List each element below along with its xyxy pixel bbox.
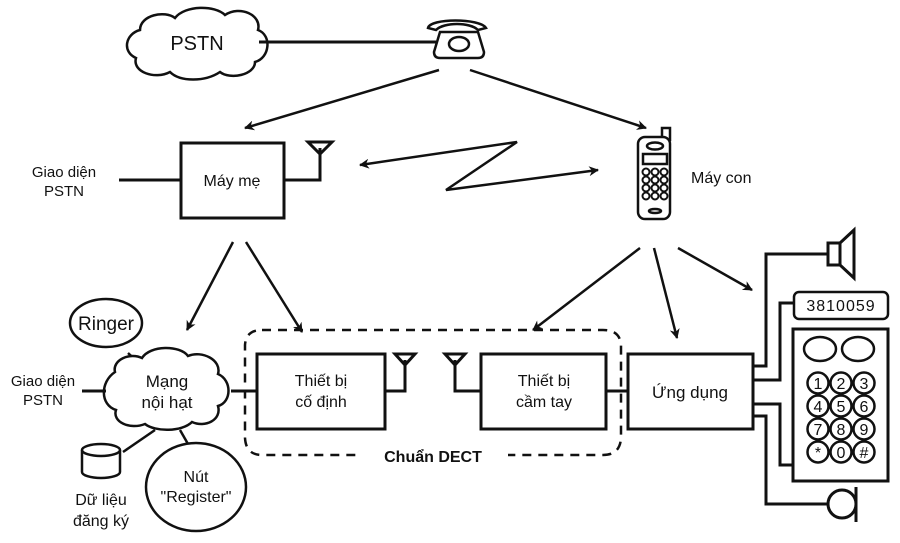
- keypad-key[interactable]: [852, 394, 876, 418]
- soft-key-left[interactable]: [802, 335, 838, 363]
- microphone-icon: [826, 487, 858, 522]
- register-node-ellipse: [144, 441, 248, 533]
- radio-link-arrow: [359, 140, 599, 192]
- arrow-to-base: [244, 68, 440, 131]
- portable-device-label-2: cầm tay: [516, 394, 572, 411]
- base-interface-label-1: Giao diện: [32, 164, 96, 181]
- keypad-key-label: 3: [860, 376, 869, 393]
- base-unit-label: Máy mẹ: [204, 173, 261, 190]
- dect-group-label: Chuẩn DECT: [384, 448, 482, 466]
- base-interface-label-2: PSTN: [44, 183, 84, 200]
- keypad-key[interactable]: [829, 371, 853, 395]
- number-display: [792, 290, 890, 321]
- keypad-key[interactable]: [852, 371, 876, 395]
- display-number: 3810059: [806, 298, 875, 315]
- arrow-to-handset: [469, 68, 647, 130]
- local-network-label-1: Mạng: [146, 372, 189, 391]
- keypad-key-label: 4: [814, 399, 823, 416]
- fixed-antenna-icon: [385, 352, 419, 393]
- arrow-base-to-local-network: [185, 241, 235, 331]
- keypad-key-label: 8: [837, 422, 846, 439]
- local-network-label-2: nội hạt: [141, 393, 192, 412]
- keypad-key[interactable]: [829, 440, 853, 464]
- keypad-key[interactable]: [806, 394, 830, 418]
- terminal-wires: [753, 252, 830, 506]
- register-link: [178, 429, 190, 445]
- local-network-cloud: Mạng nội hạt: [102, 346, 230, 431]
- arrow-handset-to-application: [652, 247, 680, 339]
- pstn-label: PSTN: [170, 33, 223, 55]
- fixed-device-label-2: cố định: [295, 394, 347, 411]
- database-label-1: Dữ liệu: [75, 492, 127, 509]
- arrow-handset-to-terminal: [677, 246, 753, 292]
- local-interface-label-1: Giao diện: [11, 373, 75, 390]
- keypad-key[interactable]: [829, 394, 853, 418]
- keypad-key[interactable]: [829, 417, 853, 441]
- keypad-key-label: #: [860, 445, 869, 462]
- portable-device-box: [479, 352, 608, 431]
- keypad-key[interactable]: [806, 417, 830, 441]
- keypad-key-label: 5: [837, 399, 846, 416]
- fixed-device-box: [255, 352, 387, 431]
- ringer-ellipse: [68, 297, 144, 349]
- keypad-key-label: 0: [837, 445, 846, 462]
- keypad-key[interactable]: [852, 440, 876, 464]
- keypad-key-label: 2: [837, 376, 846, 393]
- fixed-device-label-1: Thiết bị: [295, 373, 347, 390]
- keypad-key[interactable]: [806, 440, 830, 464]
- register-node-label-2: "Register": [161, 489, 232, 506]
- register-node-label-1: Nút: [184, 469, 209, 486]
- keypad-key-label: 9: [860, 422, 869, 439]
- keypad-key-label: 1: [814, 376, 823, 393]
- keypad-key-label: 7: [814, 422, 823, 439]
- speaker-icon: [826, 226, 856, 282]
- soft-key-right[interactable]: [840, 335, 876, 363]
- telephone-icon: [426, 19, 488, 60]
- dect-label-bg: [358, 443, 508, 467]
- application-box: [626, 352, 755, 431]
- portable-device-label-1: Thiết bị: [518, 373, 570, 390]
- application-label: Ứng dụng: [652, 383, 728, 402]
- arrow-base-to-fixed-device: [244, 241, 304, 333]
- dect-group-boundary: [243, 328, 623, 457]
- keypad-key-label: *: [815, 445, 821, 462]
- keypad-key-label: 6: [860, 399, 869, 416]
- keypad-key[interactable]: [852, 417, 876, 441]
- pstn-cloud: PSTN: [125, 6, 269, 81]
- handset-icon: [636, 126, 672, 221]
- local-interface-label-2: PSTN: [23, 392, 63, 409]
- database-link: [122, 428, 156, 454]
- portable-antenna-icon: [441, 352, 481, 393]
- arrow-handset-to-portable: [532, 247, 641, 331]
- handset-label: Máy con: [691, 170, 751, 187]
- database-icon: [80, 442, 122, 480]
- database-label-2: đăng ký: [73, 513, 129, 530]
- keypad-key[interactable]: [806, 371, 830, 395]
- ringer-label: Ringer: [78, 314, 135, 335]
- antenna-icon: [284, 140, 336, 182]
